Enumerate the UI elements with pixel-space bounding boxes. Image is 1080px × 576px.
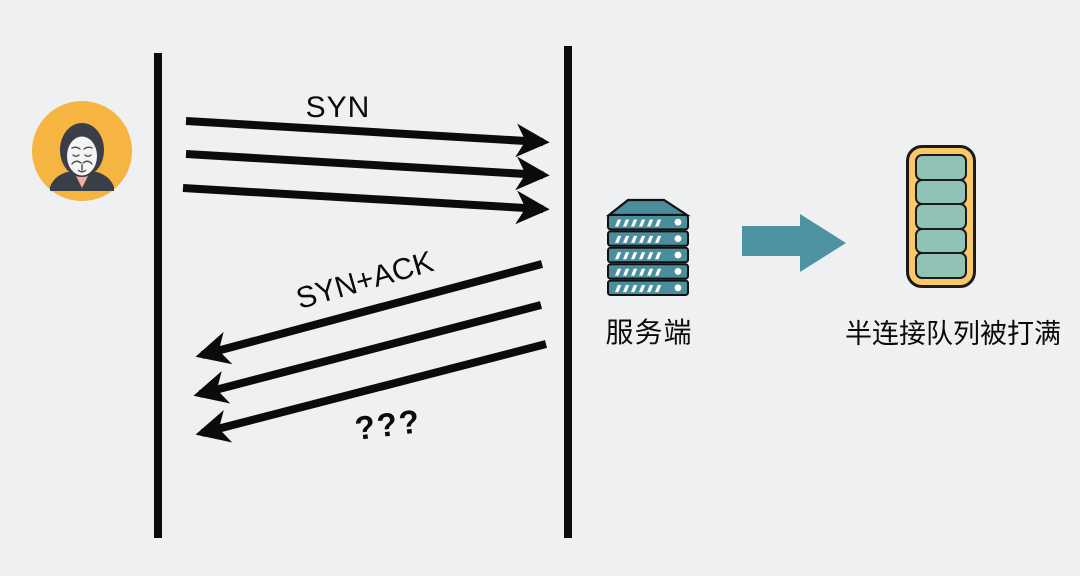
flow-right-arrow-icon: [742, 214, 846, 272]
syn-arrow-3: [182, 184, 550, 225]
server-label: 服务端: [605, 317, 693, 348]
queue-cell: [915, 178, 967, 206]
attacker-lifeline: [154, 53, 162, 538]
queue-label: 半连接队列被打满: [845, 319, 1061, 349]
syn-ack-arrow-1: [195, 260, 544, 365]
queue-cell: [915, 227, 967, 255]
queue-cell: [915, 154, 967, 181]
mask-features: [71, 146, 93, 173]
server-units: [607, 214, 689, 296]
syn-ack-arrow-2: [193, 301, 543, 404]
server-lid: [605, 198, 691, 217]
half-open-queue: [906, 145, 976, 288]
queue-cell: [915, 203, 967, 230]
server-rack-icon: [605, 198, 691, 296]
syn-arrow-1: [185, 117, 550, 158]
server-lifeline: [564, 46, 572, 538]
syn-ack-arrow-3: [195, 340, 548, 443]
queue-cell: [915, 252, 967, 279]
syn-arrow-2: [185, 150, 550, 191]
syn-message-label: SYN: [305, 91, 371, 124]
guy-fawkes-mask: [67, 136, 97, 176]
anonymous-hacker-icon: [32, 101, 132, 201]
